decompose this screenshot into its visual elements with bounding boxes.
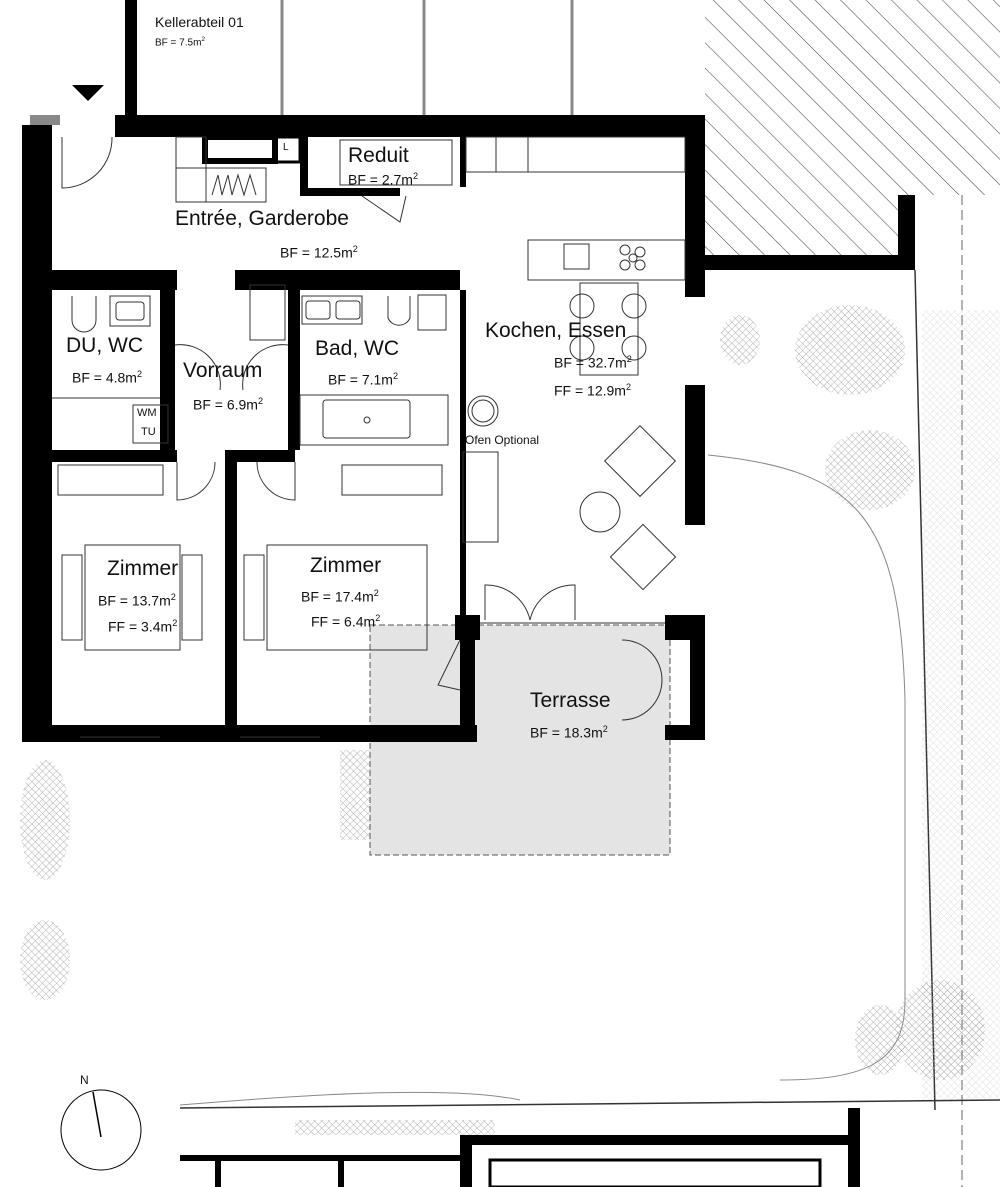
bf-value: BF = 7.5m [155,37,202,49]
unit-exponent: 2 [136,369,143,379]
room-area-vorraum: BF = 6.9m2 [193,396,264,413]
ofen-label: Ofen Optional [465,433,540,447]
unit-exponent: 2 [201,36,206,43]
bf-value: BF = 6.9m [193,396,258,413]
room-name-kellerabteil: Kellerabteil 01 [155,14,244,30]
kellerabteil-walls [280,0,574,115]
unit-exponent: 2 [626,354,632,364]
unit-exponent: 2 [412,171,419,181]
room-name-reduit: Reduit [348,144,409,167]
ff-value: FF = 6.4m [311,613,376,630]
room-area-zimmer1: BF = 13.7m2 [98,592,176,609]
unit-exponent: 2 [257,396,264,406]
unit-exponent: 2 [373,588,379,598]
room-ff-zimmer1: FF = 3.4m2 [108,618,178,635]
room-name-bad-wc: Bad, WC [315,337,400,360]
room-area-entree: BF = 12.5m2 [280,244,358,261]
bf-value: BF = 18.3m [530,724,603,741]
ff-value: FF = 12.9m [554,382,626,399]
room-name-entree: Entrée, Garderobe [175,207,349,230]
room-area-zimmer2: BF = 17.4m2 [301,588,379,605]
unit-exponent: 2 [602,724,608,734]
bf-value: BF = 12.5m [280,244,353,261]
room-ff-kochen: FF = 12.9m2 [554,382,632,399]
room-name-terrasse: Terrasse [530,689,611,712]
room-name-kochen: Kochen, Essen [485,319,627,342]
bf-value: BF = 13.7m [98,592,171,609]
room-area-reduit: BF = 2.7m2 [348,171,419,188]
room-name-zimmer2: Zimmer [310,554,382,577]
tu-label: TU [141,426,156,438]
room-name-vorraum: Vorraum [183,359,263,382]
bottom-building [180,1108,860,1187]
room-area-bad-wc: BF = 7.1m2 [328,371,399,388]
room-name-du-wc: DU, WC [66,334,143,357]
bf-value: BF = 17.4m [301,588,374,605]
unit-exponent: 2 [375,613,381,623]
unit-exponent: 2 [392,371,399,381]
room-name-zimmer1: Zimmer [107,557,179,580]
unit-exponent: 2 [625,382,632,392]
bf-value: BF = 7.1m [328,371,393,388]
bf-value: BF = 32.7m [554,354,627,371]
unit-exponent: 2 [170,592,176,602]
compass-north-label: N [80,1073,89,1087]
fixtures [52,136,906,1106]
room-area-kochen: BF = 32.7m2 [554,354,632,371]
bf-value: BF = 2.7m [348,171,413,188]
room-area-terrasse: BF = 18.3m2 [530,724,608,741]
l-label: L [283,142,289,153]
room-ff-zimmer2: FF = 6.4m2 [311,613,381,630]
wm-label: WM [137,407,157,419]
walls [22,0,915,742]
north-compass [60,1089,142,1171]
room-area-du-wc: BF = 4.8m2 [72,369,143,386]
unit-exponent: 2 [172,618,178,628]
bf-value: BF = 4.8m [72,369,137,386]
garden [20,195,1000,1187]
unit-exponent: 2 [352,244,358,254]
room-area-kellerabteil: BF = 7.5m2 [155,36,206,49]
ff-value: FF = 3.4m [108,618,173,635]
